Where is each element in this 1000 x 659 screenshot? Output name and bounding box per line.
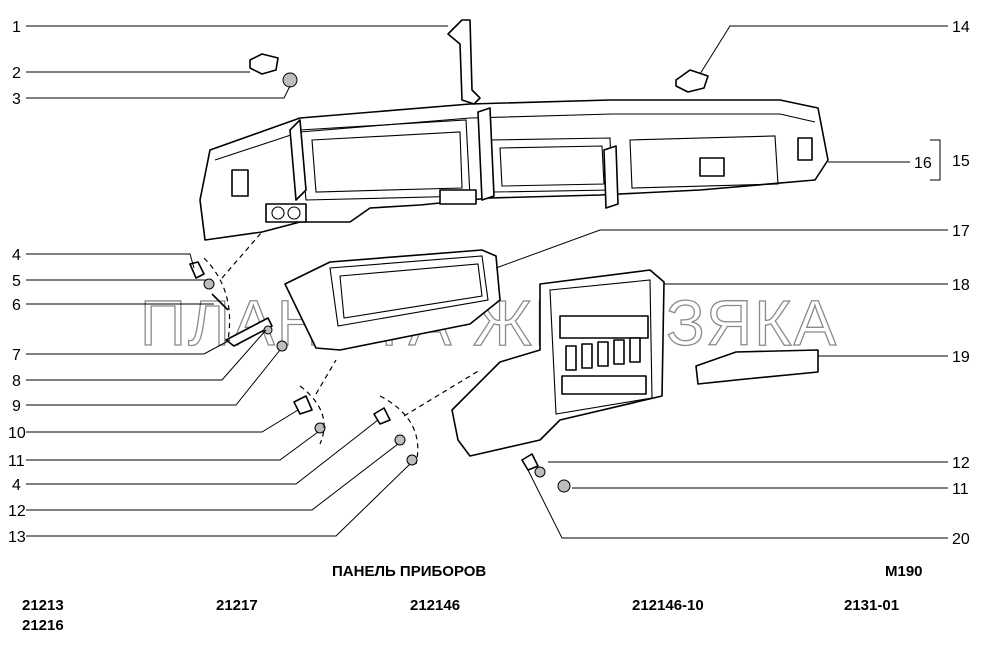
- callout-1: 1: [12, 19, 21, 36]
- dashboard-panel: [199, 99, 829, 241]
- fasteners: [189, 261, 571, 493]
- callout-10: 10: [8, 425, 26, 442]
- callout-18: 18: [952, 277, 970, 294]
- model-code: 212146: [410, 597, 461, 614]
- center-console: [451, 269, 665, 457]
- callout-9: 9: [12, 398, 21, 415]
- clip-2: [249, 53, 279, 75]
- bracket-14: [675, 69, 709, 93]
- callout-5: 5: [12, 273, 21, 290]
- callout-2: 2: [12, 65, 21, 82]
- callout-11-left: 11: [8, 453, 25, 470]
- callouts-left: 1 2 3 4 5 6 7 8 9 10 11 4 12 13: [8, 19, 26, 546]
- bracket-1: [447, 19, 481, 105]
- model-group-5: 2131-01: [844, 596, 899, 616]
- callout-15: 15: [952, 153, 970, 170]
- callout-8: 8: [12, 373, 21, 390]
- model-group-3: 212146: [410, 596, 460, 616]
- callout-14: 14: [952, 19, 970, 36]
- model-code: 2131-01: [844, 597, 900, 614]
- model-code: 21213: [22, 597, 64, 614]
- leader-lines: [26, 25, 948, 539]
- nut-3: [282, 72, 298, 88]
- model-code: 21217: [216, 597, 258, 614]
- callout-12-right: 12: [952, 455, 970, 472]
- callout-12-left: 12: [8, 503, 26, 520]
- model-code: 21216: [22, 617, 64, 634]
- callout-16: 16: [914, 155, 932, 172]
- diagram-title: ПАНЕЛЬ ПРИБОРОВ: [332, 563, 487, 580]
- callout-6: 6: [12, 297, 21, 314]
- callout-11-right: 11: [952, 481, 969, 498]
- callout-4-lower: 4: [12, 477, 21, 494]
- assembly-arrows: [203, 231, 481, 465]
- cluster-bezel: [284, 249, 501, 351]
- callout-4: 4: [12, 247, 21, 264]
- callout-7: 7: [12, 347, 21, 364]
- model-group-1: 21213 21216: [22, 596, 64, 636]
- model-group-4: 212146-10: [632, 596, 704, 616]
- tray-19: [695, 349, 819, 385]
- callout-3: 3: [12, 91, 21, 108]
- callout-13: 13: [8, 529, 26, 546]
- callout-17: 17: [952, 223, 970, 240]
- diagram-code: M190: [885, 563, 923, 580]
- callouts-right: 14 15 16 17 18 19 12 11 20: [914, 19, 970, 548]
- model-group-2: 21217: [216, 596, 258, 616]
- callout-20: 20: [952, 531, 970, 548]
- callout-19: 19: [952, 349, 970, 366]
- model-code: 212146-10: [632, 597, 704, 614]
